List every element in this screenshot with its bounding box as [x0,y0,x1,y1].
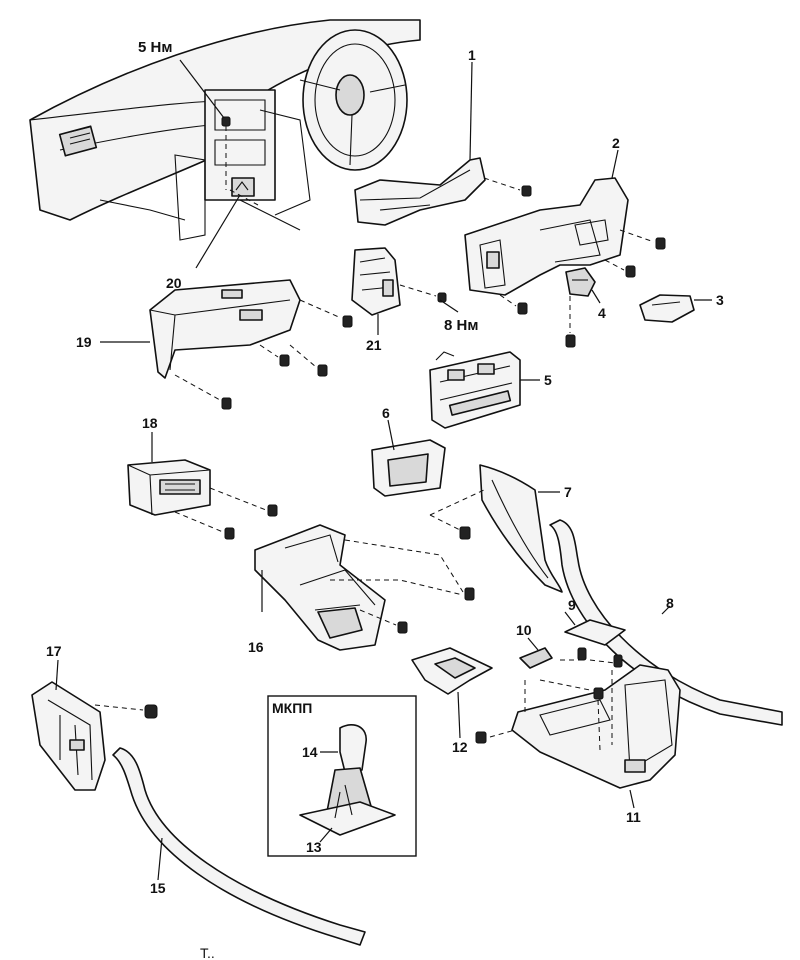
label-17: 17 [46,643,62,659]
part-6-bezel [371,419,446,497]
torque-label-8nm: 8 Нм [444,317,478,334]
torque-label-5nm: 5 Нм [138,39,172,56]
label-4: 4 [598,305,606,321]
label-18: 18 [142,415,158,431]
part-21-module [351,247,459,335]
inset-manual-transmission [267,695,417,857]
label-12: 12 [452,739,468,755]
part-4-bracket [565,267,601,348]
label-19: 19 [76,334,92,350]
label-7: 7 [564,484,572,500]
label-14: 14 [302,744,318,760]
part-11-armrest-console [475,659,681,809]
label-1: 1 [468,47,476,63]
figure-caption: Т.. [200,945,215,960]
torque-5-leader [179,59,225,119]
part-7-side-trim [429,464,563,593]
part-5-control-panel [429,351,540,429]
label-8: 8 [666,595,674,611]
part-20-leader [195,194,241,269]
part-15-trim-strip [112,747,366,946]
part-17-knee-panel [31,659,158,791]
dashboard-illustration [29,19,421,241]
label-16: 16 [248,639,264,655]
label-21: 21 [366,337,382,353]
part-9-lid [564,611,626,646]
part-19-glove-box [100,279,353,410]
label-15: 15 [150,880,166,896]
inset-title: МКПП [272,700,312,716]
label-11: 11 [626,809,641,825]
part-3-switch-bezel [639,294,712,323]
label-2: 2 [612,135,620,151]
part-labels: 1 2 3 4 5 6 7 8 9 10 11 12 13 14 15 16 1… [46,39,724,960]
part-1-air-duct [354,61,532,226]
label-5: 5 [544,372,552,388]
part-10-clip [519,637,623,669]
label-3: 3 [716,292,724,308]
label-10: 10 [516,622,532,638]
label-6: 6 [382,405,390,421]
label-9: 9 [568,597,576,613]
label-13: 13 [306,839,322,855]
part-2-lower-dash-cover [464,149,666,315]
part-18-audio-unit [127,432,278,540]
part-16-center-console [254,524,475,651]
part-12-shift-bezel [411,647,493,739]
label-20: 20 [166,275,182,291]
